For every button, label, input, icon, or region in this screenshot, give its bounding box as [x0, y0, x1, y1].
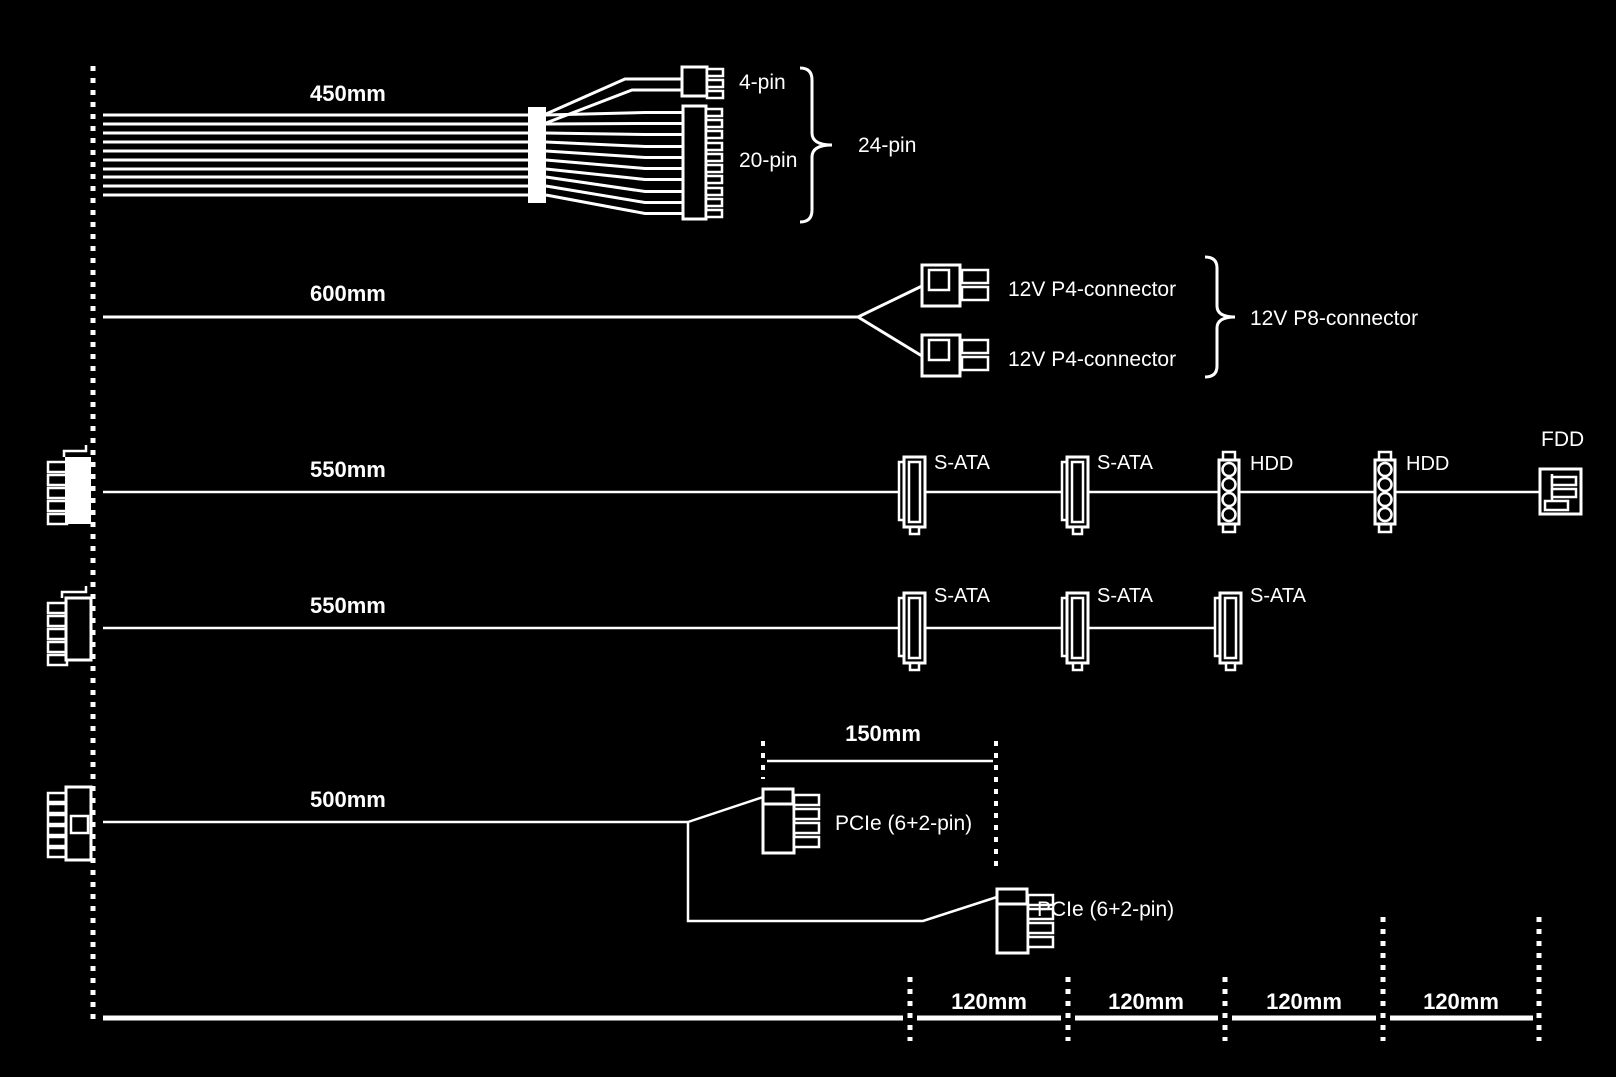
connector-label: FDD [1541, 428, 1584, 451]
atx-wire-bundle [103, 113, 529, 197]
connector-label: HDD [1250, 453, 1293, 475]
ruler-segment-label: 120mm [1266, 989, 1342, 1014]
ruler: 120mm 120mm 120mm 120mm [103, 917, 1542, 1041]
ruler-segment-label: 120mm [1108, 989, 1184, 1014]
hdd-connector-icon [1217, 450, 1241, 534]
sata-connector-icon [897, 455, 927, 536]
split-wire [686, 822, 998, 923]
p4-connector-icon [920, 333, 990, 378]
connector-label: S-ATA [1250, 585, 1307, 607]
psu-plug-icon [46, 445, 91, 526]
pcie-connector-icon [761, 787, 821, 855]
cable-length-label: 500mm [310, 787, 386, 812]
sata-connector-icon [897, 591, 927, 672]
cable-length-label: 450mm [310, 81, 386, 106]
connector-label: S-ATA [934, 452, 991, 474]
atx-fanout-wires [545, 77, 683, 215]
eps-cable-row: 600mm 12V P4-connector 12V P4-connector … [103, 255, 1418, 379]
bundle-label: 12V P8-connector [1250, 307, 1418, 330]
bundle-brace [799, 66, 833, 224]
20pin-connector-icon [681, 104, 724, 221]
bundle-label: 24-pin [858, 134, 916, 157]
offset-length-label: 150mm [845, 721, 921, 746]
cable-length-label: 600mm [310, 281, 386, 306]
connector-label: 12V P4-connector [1008, 278, 1176, 301]
split-wire [857, 315, 923, 358]
connector-label: HDD [1406, 453, 1449, 475]
connector-label: S-ATA [1097, 585, 1154, 607]
hdd-connector-icon [1373, 450, 1397, 534]
sata-connector-icon [1213, 591, 1243, 672]
sata-cable-row: 550mm S-ATA S-ATA S-ATA [46, 585, 1307, 672]
sata-connector-icon [1060, 455, 1090, 536]
atx-cable-row: 450mm [103, 65, 916, 224]
connector-label: 20-pin [739, 149, 797, 172]
connector-label: 12V P4-connector [1008, 348, 1176, 371]
cable-comb [528, 107, 546, 203]
connector-label: PCIe (6+2-pin) [835, 812, 972, 835]
connector-label: 4-pin [739, 71, 786, 94]
fdd-connector-icon [1538, 467, 1583, 516]
psu-plug-icon [46, 586, 93, 667]
ruler-segment-label: 120mm [951, 989, 1027, 1014]
4pin-connector-icon [680, 65, 725, 100]
sata-connector-icon [1060, 591, 1090, 672]
connector-label: PCIe (6+2-pin) [1037, 898, 1174, 921]
connector-label: S-ATA [934, 585, 991, 607]
split-wire [857, 284, 923, 319]
ruler-segment-label: 120mm [1423, 989, 1499, 1014]
pcie-cable-row: 500mm PCIe (6+2-pin) PCIe (6+2-pin) 150m… [46, 721, 1174, 955]
cable-length-label: 550mm [310, 593, 386, 618]
connector-label: S-ATA [1097, 452, 1154, 474]
peripheral-cable-row-1: 550mm S-ATA S-ATA HDD HDD FDD [46, 428, 1584, 536]
p4-connector-icon [920, 263, 990, 308]
split-wire [687, 795, 764, 824]
psu-plug-icon [46, 785, 93, 862]
cable-length-label: 550mm [310, 457, 386, 482]
offset-dimension: 150mm [761, 721, 998, 869]
bundle-brace [1204, 255, 1236, 379]
